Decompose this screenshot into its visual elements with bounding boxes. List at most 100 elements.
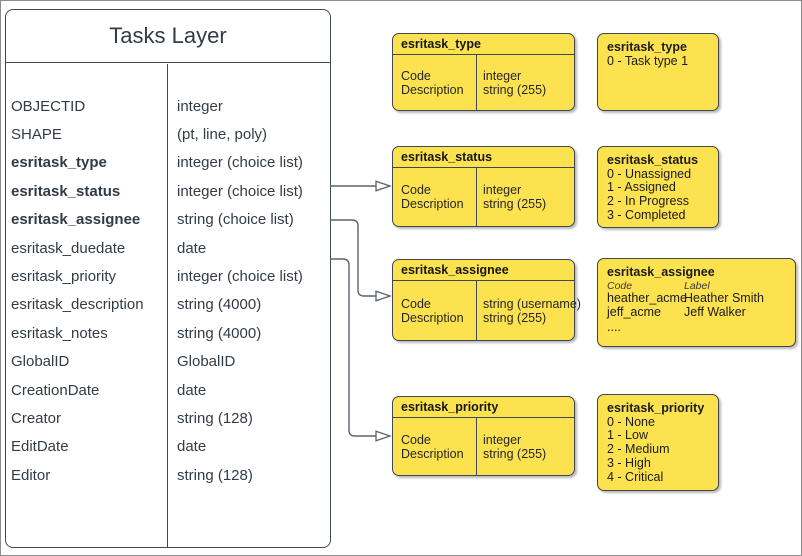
- domain-field-type: string (255): [483, 82, 547, 97]
- value-line: 0 - Unassigned: [607, 166, 692, 181]
- value-line: 0 - None: [607, 414, 655, 429]
- field-row: SHAPE (pt, line, poly): [6, 120, 330, 148]
- tasks-layer-title: Tasks Layer: [6, 10, 330, 63]
- code-column-header: Code: [607, 279, 633, 292]
- field-name: esritask_type: [11, 154, 107, 172]
- values-rows: heather_acme Heather Smith jeff_acme Jef…: [607, 291, 795, 320]
- arrowhead-icon: [375, 430, 393, 442]
- connector-priority-line: [330, 258, 376, 437]
- domain-field-type: string (username): [483, 296, 581, 311]
- field-name: esritask_status: [11, 182, 121, 200]
- field-type: string (4000): [177, 296, 262, 314]
- label-column-header: Label: [684, 279, 710, 292]
- field-type: date: [177, 381, 207, 399]
- domain-field-name: Code: [401, 296, 431, 311]
- domain-field-type: integer: [483, 183, 522, 197]
- domain-field-type: integer: [483, 432, 522, 447]
- field-name: SHAPE: [11, 126, 62, 144]
- field-row: esritask_priority integer (choice list): [6, 262, 330, 290]
- field-name: CreationDate: [11, 381, 100, 399]
- field-row: EditDate date: [6, 433, 330, 461]
- tasks-layer-table: Tasks Layer OBJECTID integer SHAPE (pt, …: [5, 9, 331, 548]
- values-title: esritask_assignee: [607, 265, 715, 279]
- field-type: string (4000): [177, 324, 262, 342]
- domain-column-divider: [476, 168, 478, 226]
- value-line: 4 - Critical: [607, 469, 664, 484]
- domain-table-title: esritask_type: [393, 34, 574, 55]
- field-type: string (128): [177, 466, 253, 484]
- field-name: Creator: [11, 409, 62, 427]
- value-line: 2 - In Progress: [607, 194, 689, 209]
- domain-table-rows: Code integer Description string (255): [393, 168, 574, 226]
- value-label: Heather Smith: [684, 291, 764, 305]
- domain-table-title: esritask_status: [393, 147, 574, 168]
- domain-table-esritask-assignee: esritask_assignee Code string (username)…: [392, 259, 581, 341]
- field-row: esritask_assignee string (choice list): [6, 206, 330, 234]
- domain-field-name: Code: [401, 183, 431, 197]
- field-row: esritask_description string (4000): [6, 291, 330, 319]
- field-type: integer (choice list): [177, 268, 303, 286]
- field-row: esritask_duedate date: [6, 234, 330, 262]
- connector-assignee-line: [330, 219, 376, 297]
- column-divider: [167, 63, 168, 547]
- domain-field-type: string (255): [483, 446, 547, 461]
- domain-column-divider: [476, 281, 478, 340]
- domain-table-esritask-status: esritask_status Code integer Description…: [392, 146, 575, 227]
- field-type: integer: [177, 97, 223, 115]
- field-name: Editor: [11, 466, 51, 484]
- value-code: jeff_acme: [607, 304, 661, 319]
- domain-table-rows: Code integer Description string (255): [393, 418, 574, 475]
- field-row: esritask_notes string (4000): [6, 319, 330, 347]
- field-type: GlobalID: [177, 353, 236, 371]
- values-title: esritask_type: [607, 40, 687, 54]
- domain-field-name: Code: [401, 432, 431, 447]
- field-name: esritask_priority: [11, 268, 117, 286]
- domain-field-type: integer: [483, 68, 522, 83]
- domain-field-name: Description: [401, 197, 464, 211]
- domain-field-name: Description: [401, 446, 464, 461]
- value-line: 2 - Medium: [607, 442, 670, 457]
- field-row: esritask_status integer (choice list): [6, 177, 330, 205]
- values-lines: 0 - Task type 1: [607, 53, 718, 69]
- domain-table-esritask-priority: esritask_priority Code integer Descripti…: [392, 396, 575, 476]
- domain-table-title: esritask_priority: [393, 397, 574, 418]
- value-line: 1 - Assigned: [607, 180, 676, 195]
- values-title: esritask_status: [607, 153, 699, 167]
- field-name: OBJECTID: [11, 97, 86, 115]
- field-row: Editor string (128): [6, 461, 330, 489]
- domain-table-rows: Code string (username) Description strin…: [393, 281, 581, 340]
- field-name: esritask_description: [11, 296, 144, 314]
- domain-column-divider: [476, 418, 478, 475]
- field-name: esritask_duedate: [11, 239, 126, 257]
- field-type: date: [177, 438, 207, 456]
- value-label: Jeff Walker: [684, 304, 746, 319]
- value-line: 3 - Completed: [607, 207, 686, 222]
- domain-field-name: Code: [401, 68, 431, 83]
- tasks-layer-field-list: OBJECTID integer SHAPE (pt, line, poly) …: [6, 92, 330, 489]
- domain-table-esritask-type: esritask_type Code integer Description s…: [392, 33, 575, 111]
- domain-field-name: Description: [401, 310, 464, 325]
- domain-table-title: esritask_assignee: [393, 260, 574, 281]
- arrowhead-icon: [375, 290, 393, 302]
- domain-field-type: string (255): [483, 310, 547, 325]
- values-title: esritask_priority: [607, 401, 705, 415]
- field-name: esritask_assignee: [11, 211, 141, 229]
- value-line: 0 - Task type 1: [607, 53, 689, 68]
- field-row: CreationDate date: [6, 376, 330, 404]
- values-column-headers: Code Label: [607, 280, 795, 293]
- values-ellipsis: ....: [607, 319, 621, 334]
- field-type: (pt, line, poly): [177, 126, 268, 144]
- field-row: OBJECTID integer: [6, 92, 330, 120]
- value-code: heather_acme: [607, 291, 687, 305]
- value-line: 3 - High: [607, 455, 651, 470]
- field-name: GlobalID: [11, 353, 70, 371]
- field-type: string (128): [177, 409, 253, 427]
- field-type: integer (choice list): [177, 182, 303, 200]
- domain-column-divider: [476, 55, 478, 110]
- field-name: EditDate: [11, 438, 69, 456]
